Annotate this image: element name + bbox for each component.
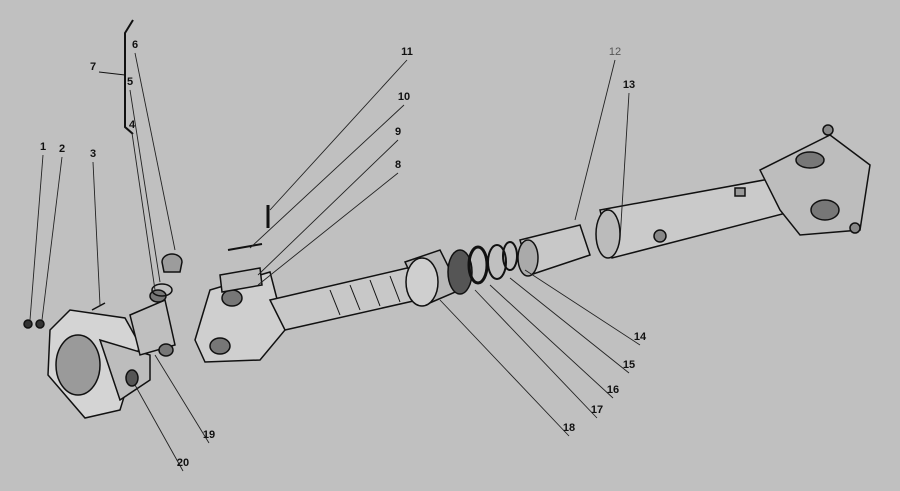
callout-13: 13 xyxy=(622,79,636,91)
callout-18: 18 xyxy=(562,422,576,434)
leader-line-6 xyxy=(134,52,176,251)
callout-7: 7 xyxy=(89,61,97,73)
callout-12: 12 xyxy=(608,46,622,58)
callout-6: 6 xyxy=(131,39,139,51)
leader-line-3 xyxy=(92,161,101,306)
leader-line-1 xyxy=(29,154,44,321)
sliding-yoke-shaft xyxy=(194,205,442,363)
callout-19: 19 xyxy=(202,429,216,441)
leader-line-20 xyxy=(134,384,184,472)
leader-line-4 xyxy=(131,132,156,291)
leader-line-17 xyxy=(474,289,598,419)
callout-2: 2 xyxy=(58,143,66,155)
leader-line-16 xyxy=(489,284,614,399)
callout-5: 5 xyxy=(126,76,134,88)
leader-line-9 xyxy=(257,139,399,276)
leader-line-8 xyxy=(257,172,399,286)
leader-line-5 xyxy=(129,89,161,283)
leader-line-10 xyxy=(249,104,405,249)
callout-4: 4 xyxy=(128,119,136,131)
callout-10: 10 xyxy=(397,91,411,103)
cross-part-19 xyxy=(129,253,183,357)
callout-9: 9 xyxy=(394,126,402,138)
callout-11: 11 xyxy=(401,46,413,58)
callout-15: 15 xyxy=(622,359,636,371)
leader-line-12 xyxy=(574,59,616,221)
callout-1: 1 xyxy=(39,141,47,153)
callout-16: 16 xyxy=(606,384,620,396)
callout-20: 20 xyxy=(176,457,190,469)
flange-part-20 xyxy=(23,302,151,419)
leader-lines xyxy=(29,52,641,472)
shaft-tube-13 xyxy=(595,124,871,259)
callout-14: 14 xyxy=(633,331,647,343)
nut-and-seals xyxy=(403,224,591,307)
leader-line-11 xyxy=(269,59,408,211)
leader-line-2 xyxy=(41,156,63,321)
callout-3: 3 xyxy=(89,148,97,160)
leader-line-18 xyxy=(439,299,570,437)
leader-line-14 xyxy=(524,269,641,346)
callout-17: 17 xyxy=(590,404,604,416)
leader-line-13 xyxy=(619,92,630,241)
leader-line-15 xyxy=(509,277,630,374)
leader-line-19 xyxy=(154,354,210,444)
callout-8: 8 xyxy=(394,159,402,171)
